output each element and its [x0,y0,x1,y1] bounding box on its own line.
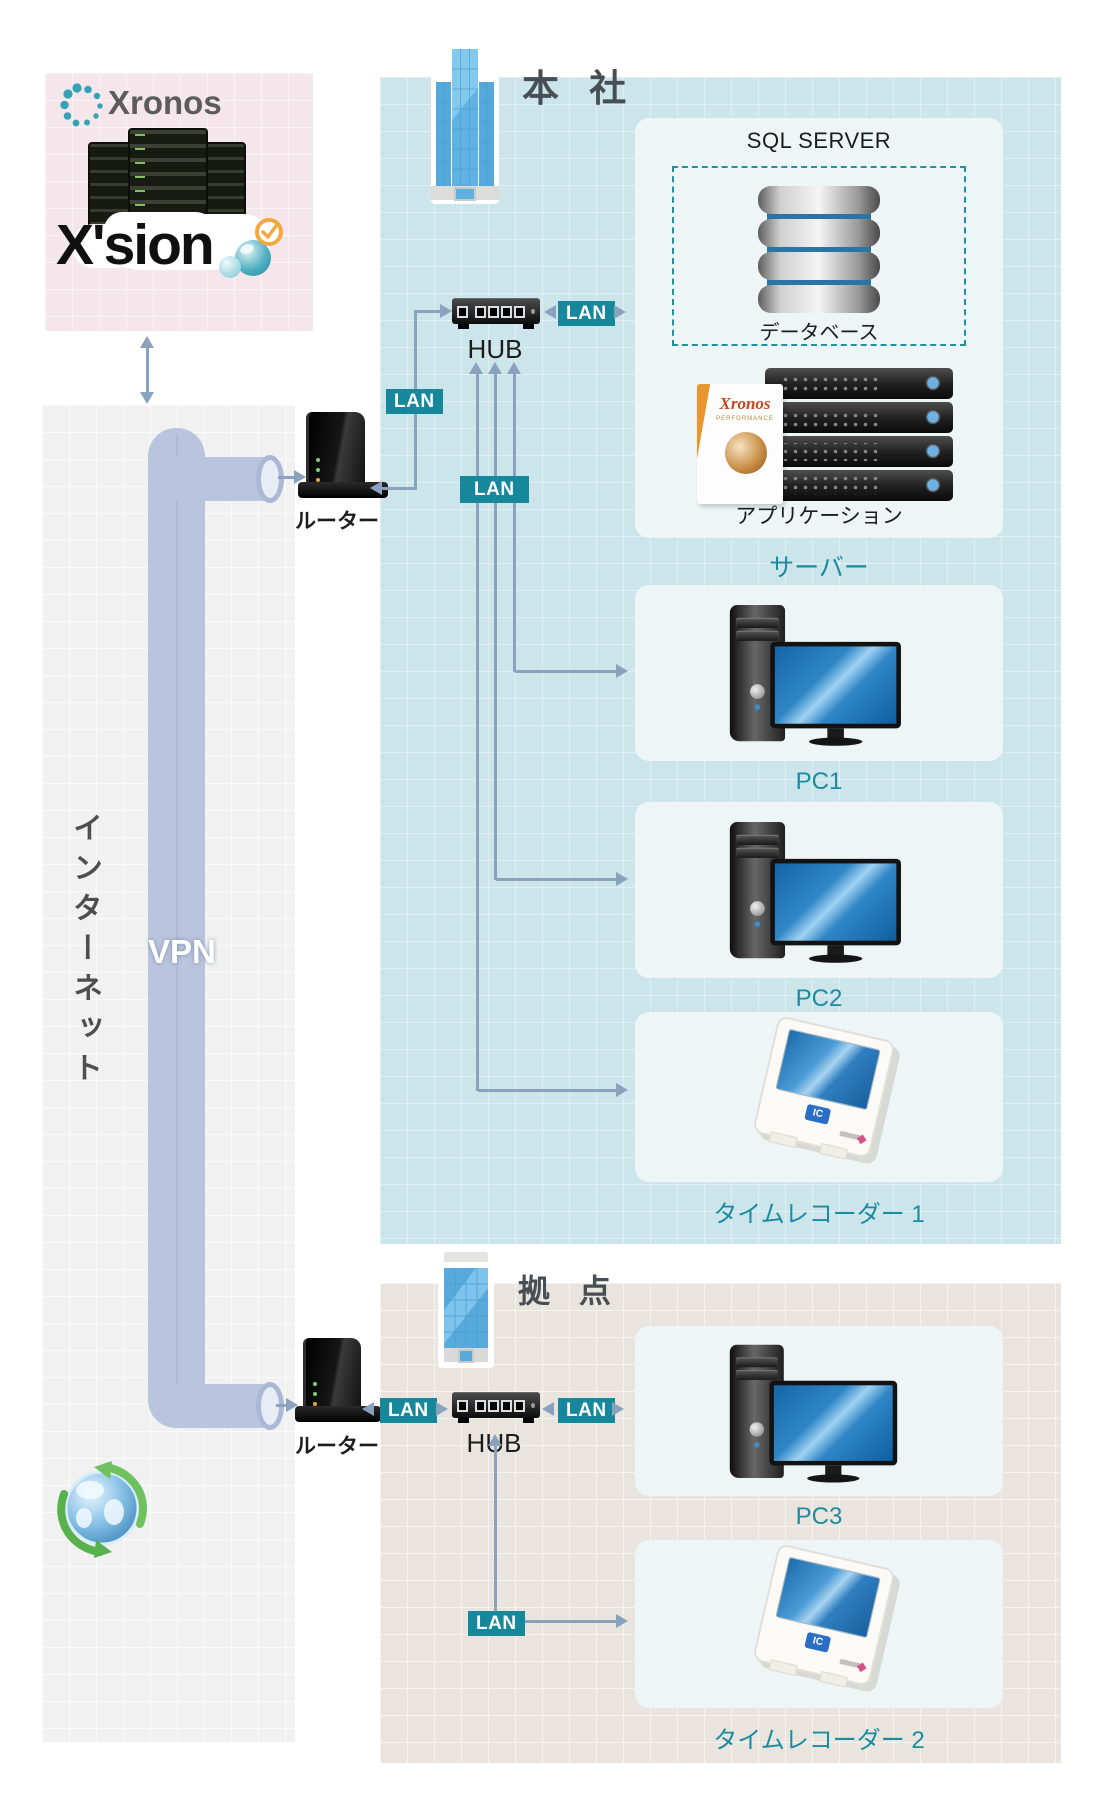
hub1-in-line [415,310,441,313]
vpn-router2-line [276,1404,288,1407]
database-icon [757,186,881,321]
router1-in-line [382,487,416,490]
router2-label: ルーター [295,1435,379,1458]
sql-dashed-box [672,166,966,346]
vpn-label: VPN [148,933,216,970]
lan5-arrow-right [612,1402,624,1416]
lan5-arrow-left [542,1402,554,1416]
lan2-badge: LAN [386,389,443,414]
lan5-badge: LAN [558,1398,615,1423]
recorder1-icon: IC [752,1015,896,1160]
recorder-screen [775,1556,881,1639]
lan4-badge: LAN [380,1398,437,1423]
hq-title: 本 社 [522,68,637,109]
vpn-router1-line [278,476,296,479]
recorder2-hline [496,1620,616,1623]
server-led-strip [135,134,145,232]
rack-server-icon [763,368,955,511]
recorder-brand-mark-x [856,1134,867,1145]
software-box-subtitle: PERFORMANCE [716,416,774,422]
pc2-hline [496,878,616,881]
vpn-tube-top-opening [256,455,284,503]
pc2-arrow [616,872,628,886]
pc1-icon [728,594,901,749]
internet-label: インターネット [68,812,101,1092]
database-label: データベース [759,322,879,344]
pc2-icon [728,811,901,966]
lan1-arrow-left [544,305,556,319]
branch-building-icon [434,1252,498,1373]
lan3-badge: LAN [460,476,529,503]
brand-internet-arrow-line [146,348,149,392]
vpn-router1-arrow [294,470,306,484]
pc1-arrow [616,664,628,678]
vpn-tube-bottom-stub [170,1384,270,1428]
software-box-icon: Xronos PERFORMANCE [697,384,783,504]
software-box-brand: Xronos [719,394,771,413]
xsion-logo-text: X'sion [56,213,215,277]
xronos-logo-text: Xronos [108,84,222,121]
recorder1-label: タイムレコーダー 1 [713,1201,925,1228]
pc2-vline [494,374,497,880]
recorder-brand-mark-x [856,1662,867,1673]
recorder-ic-badge: IC [804,1103,832,1125]
branch-title: 拠 点 [518,1273,621,1309]
xsion-spheres-check-icon [212,218,286,287]
recorder1-hline [478,1089,616,1092]
recorder2-vline [494,1446,497,1622]
brand-internet-arrow-up [140,336,154,348]
recorder2-icon: IC [752,1543,896,1688]
lan6-badge: LAN [468,1611,525,1636]
application-label: アプリケーション [735,505,903,528]
lan1-arrow-right [614,305,626,319]
vpn-tube-top-stub [170,457,270,501]
hub2-icon [452,1392,540,1424]
recorder-ic-badge: IC [804,1631,832,1653]
hq-building-icon [422,44,508,211]
recorder1-vline [476,374,479,1091]
hub1-up-arrow-2 [488,362,502,374]
globe-icon [54,1460,150,1565]
pc2-label: PC2 [795,985,843,1012]
recorder-screen [775,1028,881,1111]
hub1-icon [452,298,540,330]
lan4-arrow-right [436,1402,448,1416]
software-box-globe-icon [725,432,767,474]
pc1-hline [515,670,616,673]
pc1-vline [513,374,516,672]
pc1-label: PC1 [795,768,843,795]
recorder2-arrow [616,1614,628,1628]
vpn-tube-stripe [176,434,178,1422]
hub1-up-arrow-1 [469,362,483,374]
lan1-badge: LAN [558,301,615,326]
xronos-logo-dots-icon [60,83,106,134]
router1-in-arrow [370,481,382,495]
brand-internet-arrow-down [140,392,154,404]
lan4-arrow-left [362,1402,374,1416]
hub1-label: HUB [467,334,523,364]
hub2-up-arrow [488,1434,502,1446]
pc3-icon [728,1334,898,1485]
router2-icon [295,1338,385,1432]
sql-server-label: SQL SERVER [746,128,892,153]
recorder1-arrow [616,1083,628,1097]
pc3-label: PC3 [795,1503,843,1530]
hub1-up-arrow-3 [507,362,521,374]
router1-icon [298,412,390,510]
server-caption: サーバー [769,554,869,582]
vpn-router2-arrow [286,1398,298,1412]
hub1-in-arrow [440,304,452,318]
router1-label: ルーター [295,510,379,533]
recorder2-label: タイムレコーダー 2 [713,1727,925,1754]
